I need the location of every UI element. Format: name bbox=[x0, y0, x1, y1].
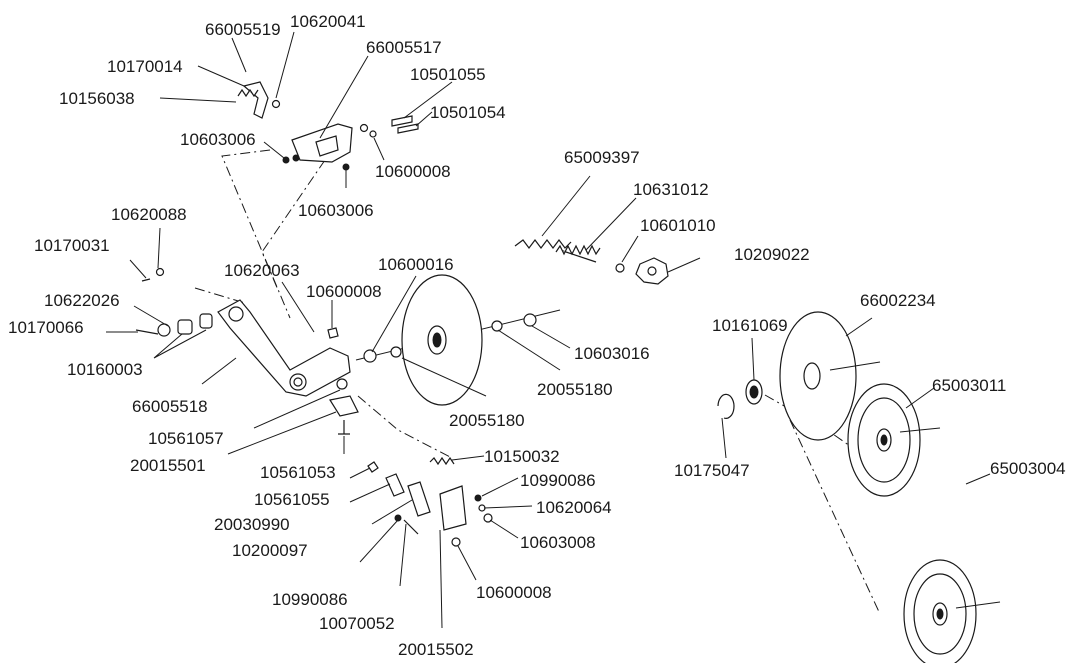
washer-10620041 bbox=[271, 99, 281, 109]
part-label: 65003011 bbox=[932, 376, 1006, 395]
part-label: 65009397 bbox=[564, 148, 640, 167]
part-label: 10620064 bbox=[536, 498, 612, 517]
bolt-10501055 bbox=[391, 115, 413, 127]
part-label: 10600016 bbox=[378, 255, 454, 274]
parts bbox=[135, 81, 1001, 663]
arm-66005518 bbox=[217, 299, 351, 397]
part-label: 10561055 bbox=[254, 490, 330, 509]
part-label: 10620088 bbox=[111, 205, 187, 224]
spring-65009397 bbox=[514, 239, 572, 249]
pin-10170031 bbox=[141, 278, 151, 282]
bolt-10561055 bbox=[367, 461, 379, 473]
bracket-20015502 bbox=[439, 485, 467, 531]
part-label: 10209022 bbox=[734, 245, 810, 264]
part-label: 10600008 bbox=[375, 162, 451, 181]
part-label: 65003004 bbox=[990, 459, 1066, 478]
part-label: 66002234 bbox=[860, 291, 936, 310]
plate-20030990 bbox=[385, 473, 405, 497]
part-label: 10600008 bbox=[476, 583, 552, 602]
part-label: 10561057 bbox=[148, 429, 224, 448]
arm-20015501 bbox=[329, 395, 359, 417]
washer-10601010 bbox=[615, 263, 625, 273]
part-label: 10170014 bbox=[107, 57, 183, 76]
part-label: 10990086 bbox=[272, 590, 348, 609]
part-label: 10622026 bbox=[44, 291, 120, 310]
part-label: 10990086 bbox=[520, 471, 596, 490]
part-label: 10501054 bbox=[430, 103, 506, 122]
part-label: 10161069 bbox=[712, 316, 788, 335]
part-label: 10603006 bbox=[298, 201, 374, 220]
lever-66005519 bbox=[242, 81, 269, 119]
part-label: 10601010 bbox=[640, 216, 716, 235]
pin-10561057 bbox=[336, 378, 348, 390]
part-label: 10156038 bbox=[59, 89, 135, 108]
part-label: 10620041 bbox=[290, 12, 366, 31]
part-label: 66005517 bbox=[366, 38, 442, 57]
washer-10620088 bbox=[155, 267, 165, 277]
part-label: 10160003 bbox=[67, 360, 143, 379]
bolt-10561053 bbox=[338, 420, 350, 435]
part-labels: 66005519 10620041 66005517 10170014 1015… bbox=[8, 12, 1066, 659]
part-label: 66005518 bbox=[132, 397, 208, 416]
washer-10622026 bbox=[157, 323, 171, 337]
snap-ring-10175047 bbox=[717, 393, 735, 419]
part-label: 10501055 bbox=[410, 65, 486, 84]
nut-10603016 bbox=[523, 313, 537, 327]
bushing-10160003-b bbox=[199, 313, 213, 329]
part-label: 10170066 bbox=[8, 318, 84, 337]
part-label: 10631012 bbox=[633, 180, 709, 199]
part-label: 10603008 bbox=[520, 533, 596, 552]
part-label: 10561053 bbox=[260, 463, 336, 482]
part-label: 20055180 bbox=[449, 411, 525, 430]
part-label: 10620063 bbox=[224, 261, 300, 280]
part-label: 10200097 bbox=[232, 541, 308, 560]
part-label: 10603016 bbox=[574, 344, 650, 363]
part-label: 10603006 bbox=[180, 130, 256, 149]
nut-10600008-c bbox=[451, 537, 461, 547]
part-label: 10175047 bbox=[674, 461, 750, 480]
plate-10200097 bbox=[407, 481, 431, 517]
bolt-10501054 bbox=[397, 123, 419, 134]
rod-10631012 bbox=[559, 249, 597, 263]
part-label: 66005519 bbox=[205, 20, 281, 39]
part-label: 10070052 bbox=[319, 614, 395, 633]
leader-lines bbox=[106, 31, 991, 629]
spring-10156038 bbox=[237, 88, 259, 98]
washer-20055180-a bbox=[390, 346, 402, 358]
part-label: 20015501 bbox=[130, 456, 206, 475]
bushing-10160003-a bbox=[177, 319, 193, 335]
part-label: 20030990 bbox=[214, 515, 290, 534]
part-label: 10170031 bbox=[34, 236, 110, 255]
part-label: 10600008 bbox=[306, 282, 382, 301]
pin-10170066 bbox=[135, 329, 159, 335]
part-label: 10150032 bbox=[484, 447, 560, 466]
washer-20055180-b bbox=[491, 320, 503, 332]
spacer-10600008-a bbox=[327, 327, 339, 339]
spring-10150032 bbox=[429, 456, 455, 466]
part-label: 20055180 bbox=[537, 380, 613, 399]
nut-10600016 bbox=[363, 349, 377, 363]
part-label: 20015502 bbox=[398, 640, 474, 659]
